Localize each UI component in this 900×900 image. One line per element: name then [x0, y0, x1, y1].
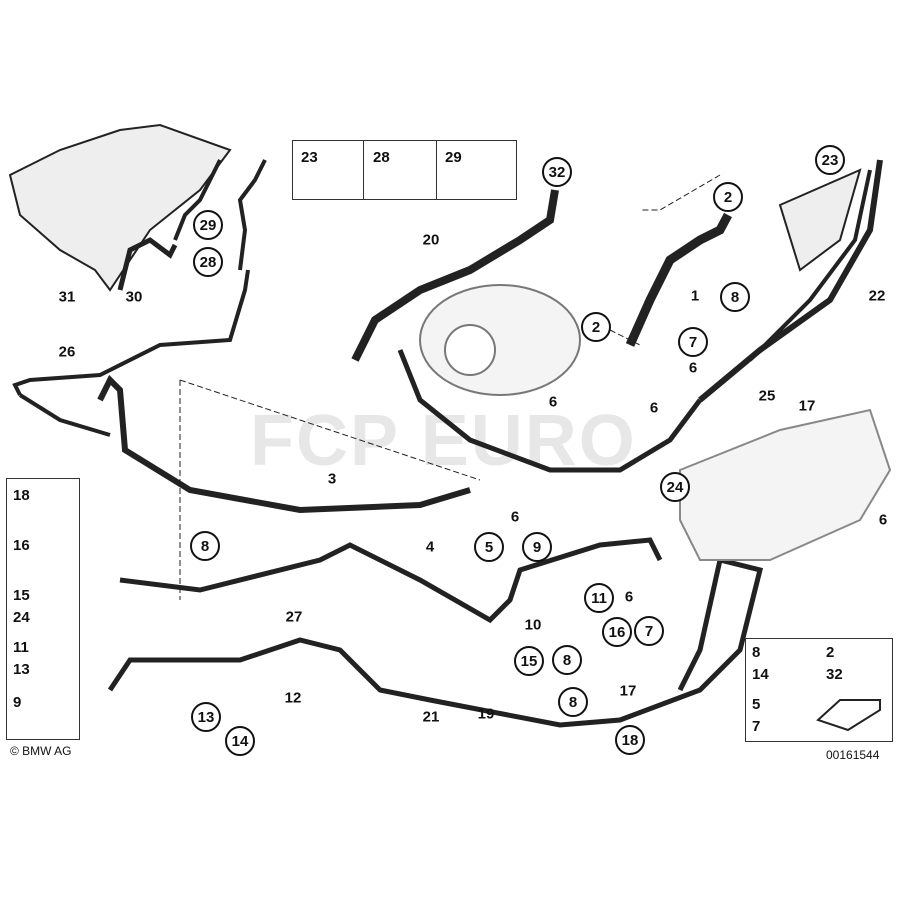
left-label: 16	[13, 537, 30, 554]
callout-8: 8	[558, 687, 588, 717]
left-label: 13	[13, 661, 30, 678]
left-label: 18	[13, 487, 30, 504]
callout-32: 32	[542, 157, 572, 187]
hose-3	[97, 374, 471, 514]
callout-13: 13	[191, 702, 221, 732]
pressure-line	[397, 349, 702, 473]
line-29	[173, 159, 222, 241]
callout-8: 8	[190, 531, 220, 561]
copyright: © BMW AG	[10, 744, 72, 758]
left-label: 15	[13, 587, 30, 604]
callout-20: 20	[422, 231, 440, 249]
callout-24: 24	[660, 472, 690, 502]
hose-1	[625, 212, 732, 347]
callout-19: 19	[477, 705, 495, 723]
callout-11: 11	[584, 583, 614, 613]
left-label: 9	[13, 694, 22, 711]
left-parts-column: 18 16 15 24 11 13 9	[6, 478, 80, 740]
callout-6: 6	[624, 588, 634, 606]
hose-22	[698, 159, 883, 403]
callout-16: 16	[602, 617, 632, 647]
top-box-label: 29	[445, 149, 462, 166]
top-box-label: 23	[301, 149, 318, 166]
box-label: 7	[752, 718, 761, 735]
callout-1: 1	[690, 287, 700, 305]
callout-5: 5	[474, 532, 504, 562]
callout-2: 2	[713, 182, 743, 212]
hose-21	[107, 556, 764, 728]
callout-29: 29	[193, 210, 223, 240]
callout-9: 9	[522, 532, 552, 562]
callout-30: 30	[125, 288, 143, 306]
callout-27: 27	[285, 608, 303, 626]
callout-2: 2	[581, 312, 611, 342]
top-box-label: 28	[373, 149, 390, 166]
callout-23: 23	[815, 145, 845, 175]
heat-shield	[8, 123, 232, 292]
box-label: 32	[826, 666, 843, 683]
callout-6: 6	[878, 511, 888, 529]
line-28	[237, 159, 267, 271]
left-label: 24	[13, 609, 30, 626]
callout-6: 6	[510, 508, 520, 526]
callout-21: 21	[422, 708, 440, 726]
callout-26: 26	[58, 343, 76, 361]
box-label: 14	[752, 666, 769, 683]
callout-17: 17	[619, 682, 637, 700]
hose-20	[351, 189, 559, 362]
callout-12: 12	[284, 689, 302, 707]
box-label: 8	[752, 644, 761, 661]
callout-14: 14	[225, 726, 255, 756]
callout-15: 15	[514, 646, 544, 676]
box-label: 5	[752, 696, 761, 713]
callout-31: 31	[58, 288, 76, 306]
callout-6: 6	[649, 399, 659, 417]
line-26	[12, 269, 250, 396]
callout-10: 10	[524, 616, 542, 634]
callout-25: 25	[758, 387, 776, 405]
callout-28: 28	[193, 247, 223, 277]
hose-30	[117, 237, 178, 291]
bracket-23	[778, 168, 862, 272]
callout-4: 4	[425, 538, 435, 556]
callout-18: 18	[615, 725, 645, 755]
callout-3: 3	[327, 470, 337, 488]
callout-6: 6	[548, 393, 558, 411]
callout-7: 7	[678, 327, 708, 357]
callout-8: 8	[552, 645, 582, 675]
top-parts-box: 23 28 29	[292, 140, 517, 200]
direction-arrow	[816, 699, 881, 732]
callout-17: 17	[798, 397, 816, 415]
diagram-number: 00161544	[826, 748, 880, 762]
pump	[419, 284, 581, 396]
callout-6: 6	[688, 359, 698, 377]
steering-rack	[679, 408, 892, 561]
callout-22: 22	[868, 287, 886, 305]
callout-7: 7	[634, 616, 664, 646]
box-label: 2	[826, 644, 835, 661]
hose-4	[119, 537, 663, 624]
left-label: 11	[13, 639, 29, 656]
bottom-right-parts-box: 8 14 2 32 5 7	[745, 638, 893, 742]
callout-8: 8	[720, 282, 750, 312]
